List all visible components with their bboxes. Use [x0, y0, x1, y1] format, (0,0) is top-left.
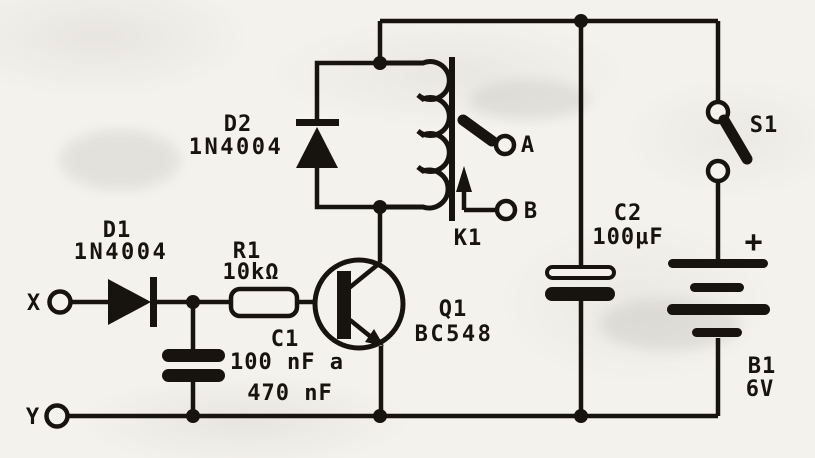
battery-b1	[667, 259, 770, 337]
junction-dot	[373, 200, 387, 214]
r1-value-label: 10kΩ	[223, 260, 280, 285]
diode-d2-anode-icon	[296, 127, 338, 168]
s1-bottom-terminal-icon	[705, 158, 731, 184]
relay-contact-a-icon	[493, 133, 517, 157]
junction-dot	[186, 409, 200, 423]
c2-negative-plate-icon	[545, 287, 615, 301]
diode-d2-cathode-icon	[296, 119, 339, 126]
c2-positive-plate-icon	[545, 265, 616, 280]
k1-ref-label: K1	[454, 226, 483, 251]
relay-core-icon	[449, 57, 455, 221]
r1-ref-label: R1	[233, 239, 262, 264]
relay-contact-b-icon	[494, 198, 518, 222]
switch-s1	[705, 99, 753, 184]
relay-coil-icon	[380, 59, 452, 211]
scan-smudge	[60, 130, 180, 190]
c2-ref-label: C2	[614, 201, 643, 226]
junction-dot	[574, 14, 588, 28]
terminal-y-icon	[44, 403, 70, 429]
q1-ref-label: Q1	[439, 297, 468, 322]
transistor-q1	[312, 257, 406, 351]
terminal-x-label: X	[27, 291, 41, 316]
wires	[68, 18, 721, 419]
d2-branch-wire	[314, 60, 380, 210]
c1-value2-label: 470 nF	[247, 381, 332, 406]
diode-d1-anode-icon	[108, 279, 151, 325]
terminal-x-icon	[47, 289, 73, 315]
relay-arrow-wire	[461, 189, 495, 213]
b1-polarity-label: +	[744, 225, 763, 260]
resistor-r1-body-icon	[228, 286, 300, 319]
q1-emitter-arrow-icon	[365, 329, 384, 346]
q1-base-bar-icon	[337, 271, 351, 339]
q1-collector-lead-icon	[347, 260, 383, 290]
b1-plate-long-1-icon	[668, 259, 768, 268]
capacitor-c1	[162, 349, 225, 382]
d1-value-label: 1N4004	[74, 240, 168, 265]
labels: X Y D1 1N4004 D2 1N4004 R1 10kΩ C1 100 n…	[26, 112, 779, 430]
terminal-y-label: Y	[26, 405, 40, 430]
diode-d1-cathode-icon	[150, 277, 157, 327]
junction-dot	[186, 295, 200, 309]
s1-blade-icon	[718, 114, 753, 165]
q1-envelope-icon	[312, 257, 406, 351]
b1-ref-label: B1	[748, 354, 777, 379]
k1-contact-b-label: B	[524, 199, 538, 224]
b1-value-label: 6V	[746, 377, 775, 402]
b1-plate-short-1-icon	[690, 283, 744, 292]
d2-ref-label: D2	[224, 112, 253, 137]
junction-dot	[574, 409, 588, 423]
d1-ref-label: D1	[103, 218, 132, 243]
diode-d2	[296, 119, 339, 168]
scan-smudge	[470, 80, 590, 120]
s1-ref-label: S1	[750, 113, 779, 138]
relay-k1	[380, 57, 518, 222]
relay-arrow-icon	[456, 166, 472, 192]
junction-dots	[186, 14, 588, 423]
q1-emitter-lead-icon	[348, 318, 373, 339]
b1-plate-short-2-icon	[692, 328, 742, 337]
relay-armature-icon	[457, 114, 498, 147]
diode-d1	[108, 277, 157, 327]
d2-value-label: 1N4004	[189, 135, 283, 160]
capacitor-c2	[545, 265, 616, 301]
c1-top-plate-icon	[162, 349, 225, 362]
c1-ref-label: C1	[271, 327, 300, 352]
b1-plate-long-2-icon	[667, 304, 770, 315]
c2-value-label: 100µF	[592, 225, 663, 250]
junction-dot	[373, 56, 387, 70]
c1-value1-label: 100 nF a	[230, 350, 344, 375]
junction-dot	[373, 409, 387, 423]
k1-contact-a-label: A	[521, 133, 535, 158]
q1-value-label: BC548	[415, 322, 494, 347]
c1-bottom-plate-icon	[162, 369, 225, 382]
